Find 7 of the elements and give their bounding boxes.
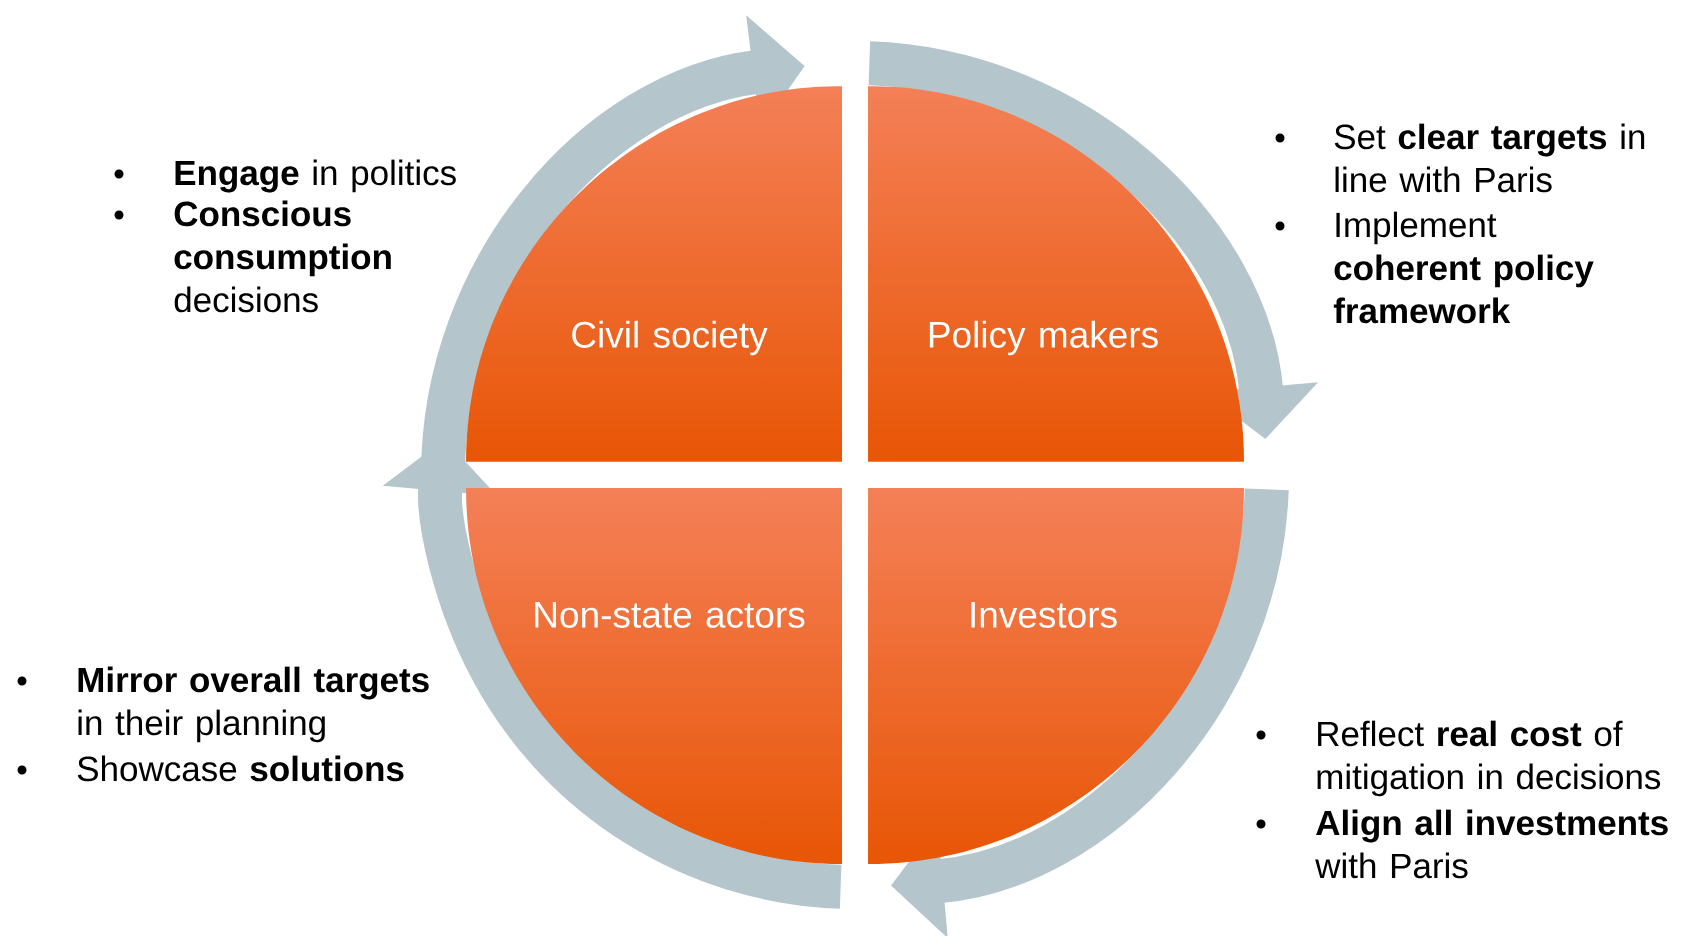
bullet-point: Align all investments with Paris (1256, 809, 1668, 879)
bullet-point: Reflect real cost of mitigation in decisions (1256, 720, 1661, 797)
bullet-point: Showcase solutions (17, 755, 404, 782)
bullet-point: Implement coherent policy framework (1275, 211, 1594, 324)
bullet-point: Set clear targets in line with Paris (1275, 123, 1645, 193)
bullet-point: Conscious consumption decisions (114, 200, 391, 313)
bullet-point: Engage in politics (114, 159, 456, 193)
